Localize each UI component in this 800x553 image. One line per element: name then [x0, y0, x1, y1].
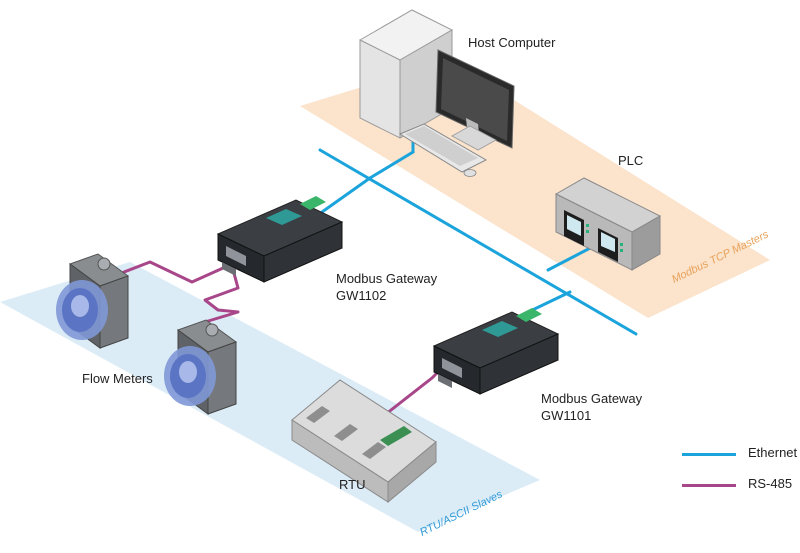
flow-meter-1-icon	[56, 253, 130, 349]
legend-ethernet-label: Ethernet	[748, 445, 798, 460]
plc-icon	[554, 177, 662, 271]
flow-meter-2-icon	[164, 319, 238, 415]
ethernet-swatch	[682, 453, 736, 456]
legend-ethernet: Ethernet	[682, 444, 800, 464]
gw1101-label-line1: Modbus Gateway	[541, 391, 643, 406]
rs485-swatch	[682, 484, 736, 487]
host-computer-label: Host Computer	[468, 35, 556, 50]
legend-rs485: RS-485	[682, 475, 800, 495]
gateway-gw1102-icon	[216, 196, 344, 283]
rtu-icon	[291, 379, 437, 504]
gw1102-label-line2: GW1102	[336, 288, 387, 303]
plc-label: PLC	[618, 153, 644, 168]
gw1101-label-line2: GW1101	[541, 408, 592, 423]
flow-meters-label: Flow Meters	[82, 371, 153, 386]
rtu-label: RTU	[339, 477, 366, 492]
gw1102-label-line1: Modbus Gateway	[336, 271, 438, 286]
gateway-gw1101-icon	[432, 308, 560, 395]
legend-rs485-label: RS-485	[748, 476, 793, 491]
host-computer-icon	[358, 9, 515, 177]
